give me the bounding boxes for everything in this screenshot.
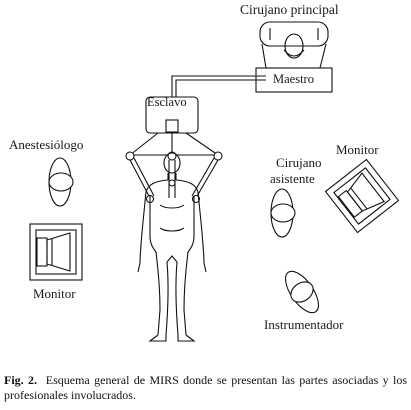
caption-prefix: Fig. 2.	[4, 373, 38, 387]
mirs-diagram: Cirujano principal Maestro Esclavo Anest…	[9, 2, 400, 342]
anesthesiologist-figure	[48, 157, 74, 207]
label-assistant-line2: asistente	[270, 171, 315, 186]
label-assistant-line1: Cirujano	[276, 155, 322, 170]
instrument-tech-figure	[284, 270, 320, 314]
label-anesthesiologist: Anestesiólogo	[9, 137, 84, 152]
figure-caption: Fig. 2. Esquema general de MIRS donde se…	[4, 373, 407, 403]
label-monitor-right: Monitor	[336, 142, 379, 157]
caption-text: Esquema general de MIRS donde se present…	[4, 373, 407, 402]
label-monitor-left: Monitor	[33, 286, 76, 301]
label-master: Maestro	[273, 72, 314, 86]
assistant-surgeon-figure	[270, 188, 296, 238]
master-slave-cable	[171, 75, 266, 97]
label-instrument-tech: Instrumentador	[264, 317, 344, 332]
master-console-icon	[255, 21, 333, 93]
label-slave: Esclavo	[147, 95, 187, 109]
slave-robot-icon	[125, 96, 223, 204]
monitor-left-icon	[29, 223, 83, 281]
patient-figure-icon	[137, 152, 207, 342]
diagram-canvas	[29, 21, 400, 342]
monitor-right-icon	[324, 158, 400, 234]
label-lead-surgeon: Cirujano principal	[240, 2, 339, 17]
